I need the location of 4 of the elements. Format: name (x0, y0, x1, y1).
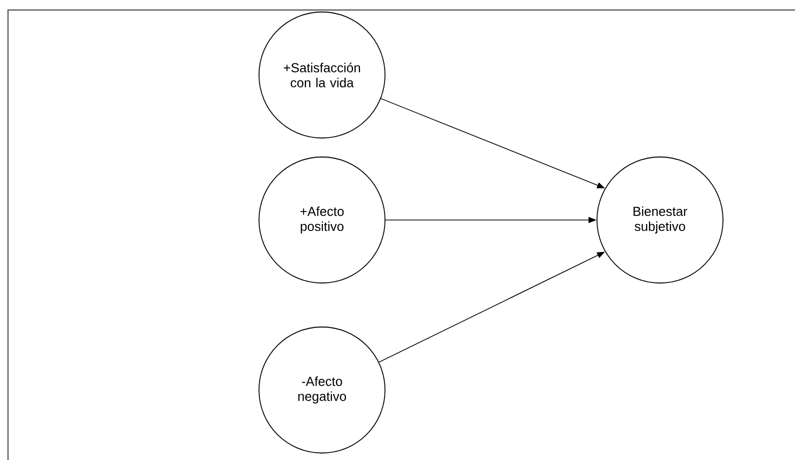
circle-node: +Afecto positivo (258, 156, 386, 284)
circle-node: -Afecto negativo (258, 326, 386, 454)
circle-node: +Satisfacción con la vida (258, 12, 386, 138)
circle-node: Bienestar subjetivo (596, 156, 724, 284)
